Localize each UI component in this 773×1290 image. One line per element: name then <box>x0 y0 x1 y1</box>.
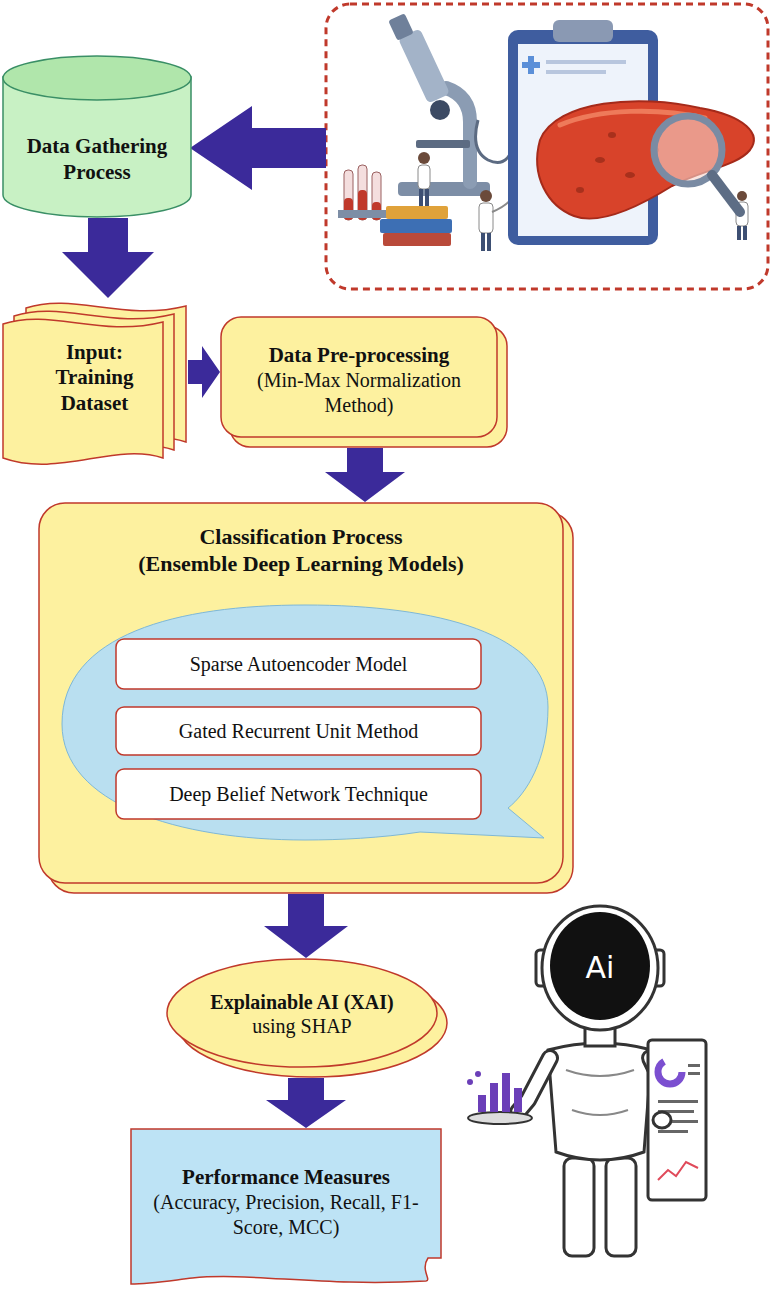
node-body: (Min-Max Normalization Method) <box>228 368 490 417</box>
box-outline <box>131 1129 441 1284</box>
flow-arrow <box>264 894 348 958</box>
model-box: Sparse Autoencoder Model <box>115 638 482 690</box>
node-title: Explainable AI (XAI) <box>210 990 393 1014</box>
books-icon <box>380 206 452 246</box>
source-arrow <box>190 106 326 190</box>
flow-arrow <box>188 346 220 398</box>
model-box: Gated Recurrent Unit Method <box>115 706 482 756</box>
node-title: Data Gathering Process <box>12 134 182 185</box>
test-tubes-icon <box>338 165 388 220</box>
stack-front <box>167 959 437 1067</box>
dataset-document: Input: Training Dataset <box>2 298 188 470</box>
text-area: Performance Measures(Accuracy, Precision… <box>144 1146 428 1258</box>
illustration-frame <box>326 4 768 289</box>
robot-head-label: Ai <box>565 945 635 989</box>
text-area: Sparse Autoencoder Model <box>119 640 478 688</box>
magnifier-icon <box>654 116 740 212</box>
text-area: Explainable AI (XAI)using SHAP <box>186 976 418 1052</box>
node-body: (Accuracy, Precision, Recall, F1-Score, … <box>144 1190 428 1239</box>
cylinder-top <box>3 56 191 100</box>
text-area: Gated Recurrent Unit Method <box>119 708 478 754</box>
stack-front <box>221 317 497 437</box>
flow-arrow <box>62 218 154 298</box>
results-box: Performance Measures(Accuracy, Precision… <box>130 1128 442 1286</box>
process-box: Data Pre-processing(Min-Max Normalizatio… <box>220 316 508 448</box>
box-outline <box>116 639 481 689</box>
node-body: using SHAP <box>252 1014 351 1038</box>
data-store-cylinder: Data Gathering Process <box>2 55 192 218</box>
text-area: Data Gathering Process <box>12 120 182 200</box>
node-title: Deep Belief Network Technique <box>169 782 428 806</box>
node-title: Input: Training Dataset <box>42 340 147 417</box>
callout-bubble <box>62 605 548 840</box>
microscope-icon <box>388 13 490 196</box>
node-title: Gated Recurrent Unit Method <box>179 719 418 743</box>
text-area: Input: Training Dataset <box>42 328 147 428</box>
model-box: Deep Belief Network Technique <box>115 768 482 820</box>
ensemble-container: Classification Process(Ensemble Deep Lea… <box>38 502 574 894</box>
node-title: Data Pre-processing <box>269 343 450 369</box>
robot-illustration <box>467 906 706 1256</box>
text-area: Classification Process(Ensemble Deep Lea… <box>48 524 554 586</box>
text-area: Deep Belief Network Technique <box>119 770 478 818</box>
text-area: Data Pre-processing(Min-Max Normalizatio… <box>228 330 490 430</box>
node-title: Performance Measures <box>182 1165 390 1191</box>
flow-arrow <box>266 1078 346 1128</box>
liver-illustration <box>537 101 754 218</box>
stack-front <box>39 503 563 883</box>
node-body: (Ensemble Deep Learning Models) <box>138 551 464 578</box>
node-title: Classification Process <box>199 524 402 551</box>
box-outline <box>116 769 481 819</box>
box-outline <box>116 707 481 755</box>
document-page <box>3 319 163 464</box>
node-title: Sparse Autoencoder Model <box>190 652 408 676</box>
stethoscope-icon <box>476 120 512 162</box>
flow-arrow <box>325 448 405 502</box>
xai-ellipse: Explainable AI (XAI)using SHAP <box>166 958 448 1078</box>
